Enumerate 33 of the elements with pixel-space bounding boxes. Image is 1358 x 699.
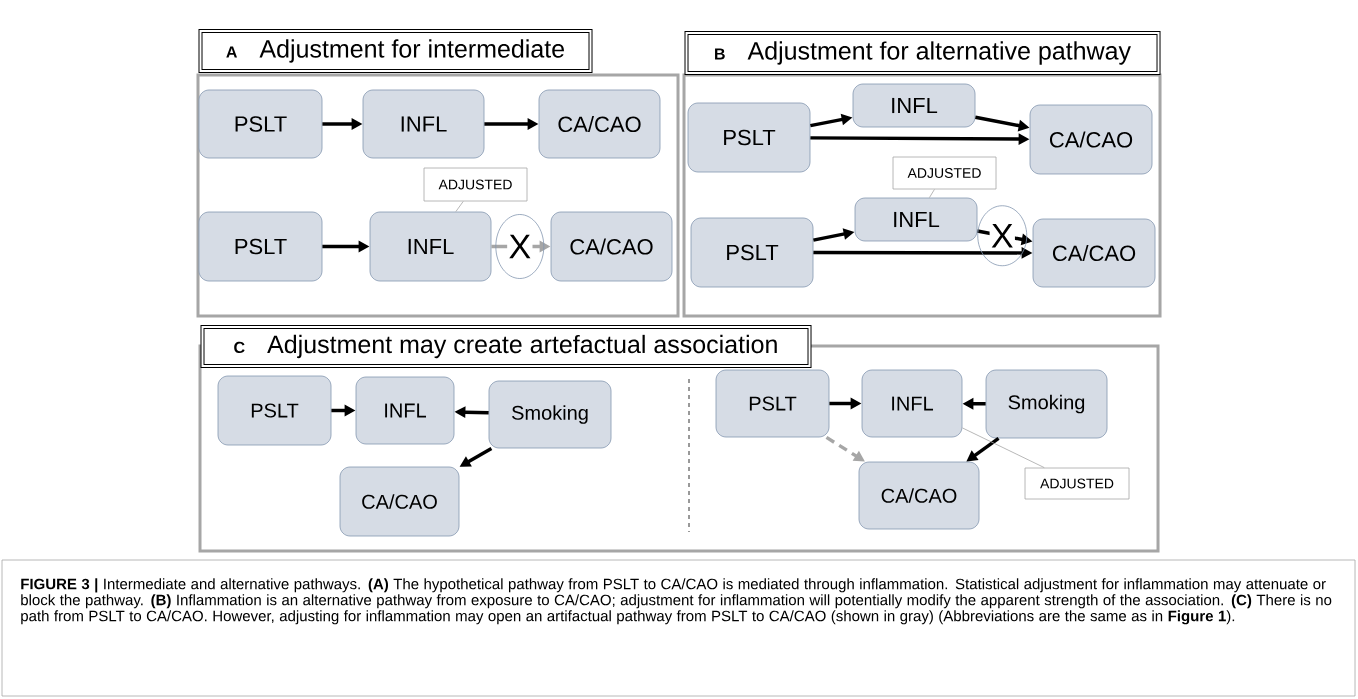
process-box: CA/CAO	[339, 466, 460, 537]
leader-line	[455, 201, 464, 212]
process-box: INFL	[854, 197, 978, 242]
process-box: PSLT	[687, 102, 811, 173]
process-box: PSLT	[217, 375, 332, 446]
node-label: Adjustment for intermediate	[259, 39, 564, 63]
process-box: CA/CAO	[858, 461, 980, 530]
adjusted-box: ADJUSTED	[1024, 467, 1130, 500]
process-box: Smoking	[488, 380, 612, 449]
adjusted-box: ADJUSTED	[892, 156, 997, 190]
process-box: CA/CAO	[1029, 104, 1153, 175]
process-box: INFL	[369, 211, 492, 282]
adjusted-box: ADJUSTED	[423, 167, 528, 202]
process-box: Smoking	[985, 369, 1108, 439]
process-box: PSLT	[198, 211, 323, 282]
node-label: A	[226, 46, 237, 58]
edge-label: X	[977, 205, 1028, 267]
process-box: PSLT	[198, 89, 323, 159]
process-box: INFL	[852, 83, 976, 128]
leader-line	[962, 427, 1045, 468]
process-box: INFL	[861, 369, 963, 438]
leader-line	[929, 189, 935, 198]
process-box: CA/CAO	[538, 89, 661, 159]
process-box: CA/CAO	[550, 211, 673, 282]
node-label: B	[715, 48, 725, 60]
caption: FIGURE 3 | Intermediate and alternative pathways. (A) The hypothetical pathway from PSLT to CA/CAO is mediated through inflammation. Statistical adjustment for inflammation may attenuate or block the pathway. (B) Inflammation is an alternative pathway from exposure to CA/CAO; adjustment for inflammation will potentially modify the apparent strength of the association. (C) There is no path from PSLT to CA/CAO. However, adjusting for inflammation may open an artifactual pathway from PSLT to CA/CAO (shown in gray) (Abbreviations are the same as in Figure 1).	[1, 559, 1356, 697]
edge-label: X	[495, 214, 545, 279]
node-label: Adjustment for alternative pathway	[747, 41, 1131, 65]
process-box: INFL	[355, 376, 455, 445]
process-box: PSLT	[690, 217, 814, 288]
process-box: INFL	[362, 89, 485, 159]
process-box: CA/CAO	[1032, 218, 1156, 288]
process-box: PSLT	[715, 369, 830, 438]
